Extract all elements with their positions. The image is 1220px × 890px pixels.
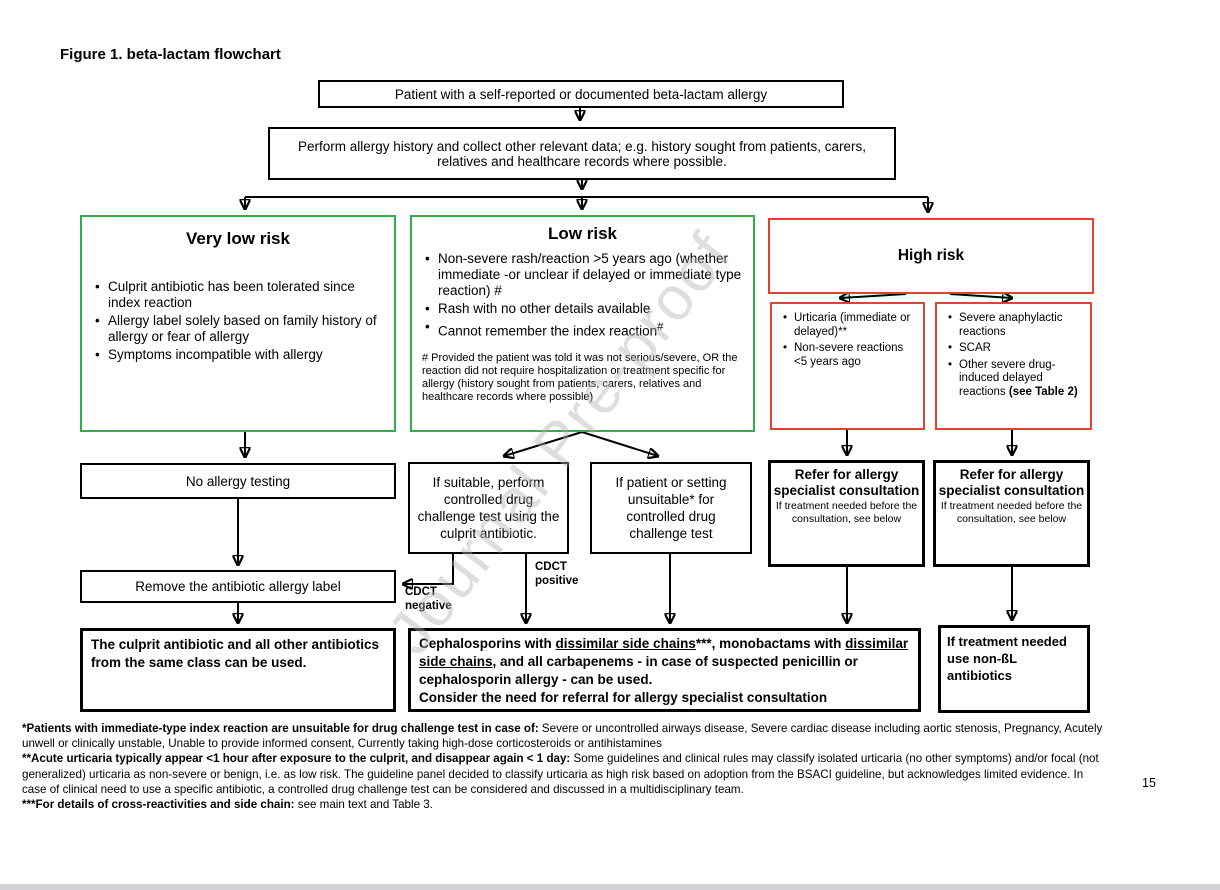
see-table-2: (see Table 2) <box>1008 385 1078 398</box>
box-non-bl: If treatment needed use non-ßL antibioti… <box>938 625 1090 713</box>
bullet-item: Allergy label solely based on family his… <box>92 313 386 345</box>
remove-label-text: Remove the antibiotic allergy label <box>135 579 341 594</box>
footnote-3: ***For details of cross-reactivities and… <box>22 798 433 812</box>
culprit-ok-text: The culprit antibiotic and all other ant… <box>91 637 380 670</box>
box-start-text: Patient with a self-reported or document… <box>394 86 768 102</box>
box-high-risk: High risk <box>768 218 1094 294</box>
cdct-suitable-text: If suitable, perform controlled drug cha… <box>417 475 560 541</box>
refer2-title: Refer for allergy specialist consultatio… <box>938 467 1085 498</box>
urticaria-bullets: Urticaria (immediate or delayed)** Non-s… <box>772 312 923 369</box>
ceph-part2: , monobactams with <box>711 636 846 651</box>
non-bl-text: If treatment needed use non-ßL antibioti… <box>947 634 1067 683</box>
footnotes: *Patients with immediate-type index reac… <box>22 721 1108 812</box>
figure-caption: Figure 1. beta-lactam flowchart <box>60 46 281 63</box>
bullet-item: Non-severe rash/reaction >5 years ago (w… <box>422 251 745 299</box>
bullet-item: Symptoms incompatible with allergy <box>92 347 386 363</box>
ceph-line2: Consider the need for referral for aller… <box>419 690 828 705</box>
ceph-stars: *** <box>695 636 712 651</box>
hash-superscript: # <box>657 321 664 333</box>
bottom-bar <box>0 884 1220 890</box>
bullet-item: Non-severe reactions <5 years ago <box>780 342 919 369</box>
low-risk-footnote: # Provided the patient was told it was n… <box>422 351 738 403</box>
cdct-positive-label: CDCT positive <box>535 561 579 587</box>
ceph-part3: , and all carbapenems - in case of suspe… <box>419 654 858 687</box>
no-allergy-testing-text: No allergy testing <box>185 473 291 489</box>
refer2-subtext: If treatment needed before the consultat… <box>940 500 1083 525</box>
box-high-risk-severe: Severe anaphylactic reactions SCAR Other… <box>935 302 1092 430</box>
refer1-subtext: If treatment needed before the consultat… <box>775 500 918 525</box>
box-cdct-unsuitable: If patient or setting unsuitable* for co… <box>590 462 752 554</box>
box-history-text: Perform allergy history and collect othe… <box>297 138 866 169</box>
box-cephalosporins: Cephalosporins with dissimilar side chai… <box>408 628 921 712</box>
bullet-item: Other severe drug-induced delayed reacti… <box>945 359 1086 400</box>
page-number: 15 <box>1142 776 1156 790</box>
ceph-underline2: dissimilar side chains <box>419 636 909 669</box>
box-high-risk-urticaria: Urticaria (immediate or delayed)** Non-s… <box>770 302 925 430</box>
low-risk-title: Low risk <box>548 224 617 243</box>
box-low-risk: Low risk Non-severe rash/reaction >5 yea… <box>410 215 755 432</box>
arrow-cdct-negative <box>403 554 454 584</box>
very-low-risk-bullets: Culprit antibiotic has been tolerated si… <box>82 279 394 363</box>
bullet-item: Culprit antibiotic has been tolerated si… <box>92 279 386 311</box>
footnote-1: *Patients with immediate-type index reac… <box>22 722 1103 751</box>
arrow-low-to-suitable <box>504 431 583 456</box>
arrow-high-to-urticaria <box>840 294 907 298</box>
bullet-item: Urticaria (immediate or delayed)** <box>780 312 919 339</box>
box-culprit-ok: The culprit antibiotic and all other ant… <box>80 628 396 712</box>
ceph-part1: Cephalosporins with <box>419 636 556 651</box>
cdct-negative-label: CDCT negative <box>405 586 452 612</box>
box-start: Patient with a self-reported or document… <box>318 80 844 108</box>
bullet-item: Cannot remember the index reaction# <box>422 319 745 340</box>
bullet-item: SCAR <box>945 342 1086 356</box>
box-remove-label: Remove the antibiotic allergy label <box>80 570 396 603</box>
arrow-high-to-severe <box>949 294 1012 298</box>
severe-bullets: Severe anaphylactic reactions SCAR Other… <box>937 312 1090 399</box>
box-cdct-suitable: If suitable, perform controlled drug cha… <box>408 462 569 554</box>
box-refer-allergy-1: Refer for allergy specialist consultatio… <box>768 460 925 567</box>
bullet-item: Rash with no other details available <box>422 301 745 317</box>
box-history: Perform allergy history and collect othe… <box>268 127 896 180</box>
very-low-risk-title: Very low risk <box>186 229 290 248</box>
bullet-item: Severe anaphylactic reactions <box>945 312 1086 339</box>
refer1-title: Refer for allergy specialist consultatio… <box>773 467 920 498</box>
cdct-unsuitable-text: If patient or setting unsuitable* for co… <box>615 475 727 541</box>
footnote-2: **Acute urticaria typically appear <1 ho… <box>22 752 1099 796</box>
ceph-underline1: dissimilar side chains <box>555 636 696 651</box>
box-no-allergy-testing: No allergy testing <box>80 463 396 499</box>
box-refer-allergy-2: Refer for allergy specialist consultatio… <box>933 460 1090 567</box>
box-very-low-risk: Very low risk Culprit antibiotic has bee… <box>80 215 396 432</box>
low-risk-bullets: Non-severe rash/reaction >5 years ago (w… <box>412 251 753 340</box>
arrow-low-to-unsuitable <box>581 431 658 456</box>
high-risk-title: High risk <box>897 247 965 264</box>
